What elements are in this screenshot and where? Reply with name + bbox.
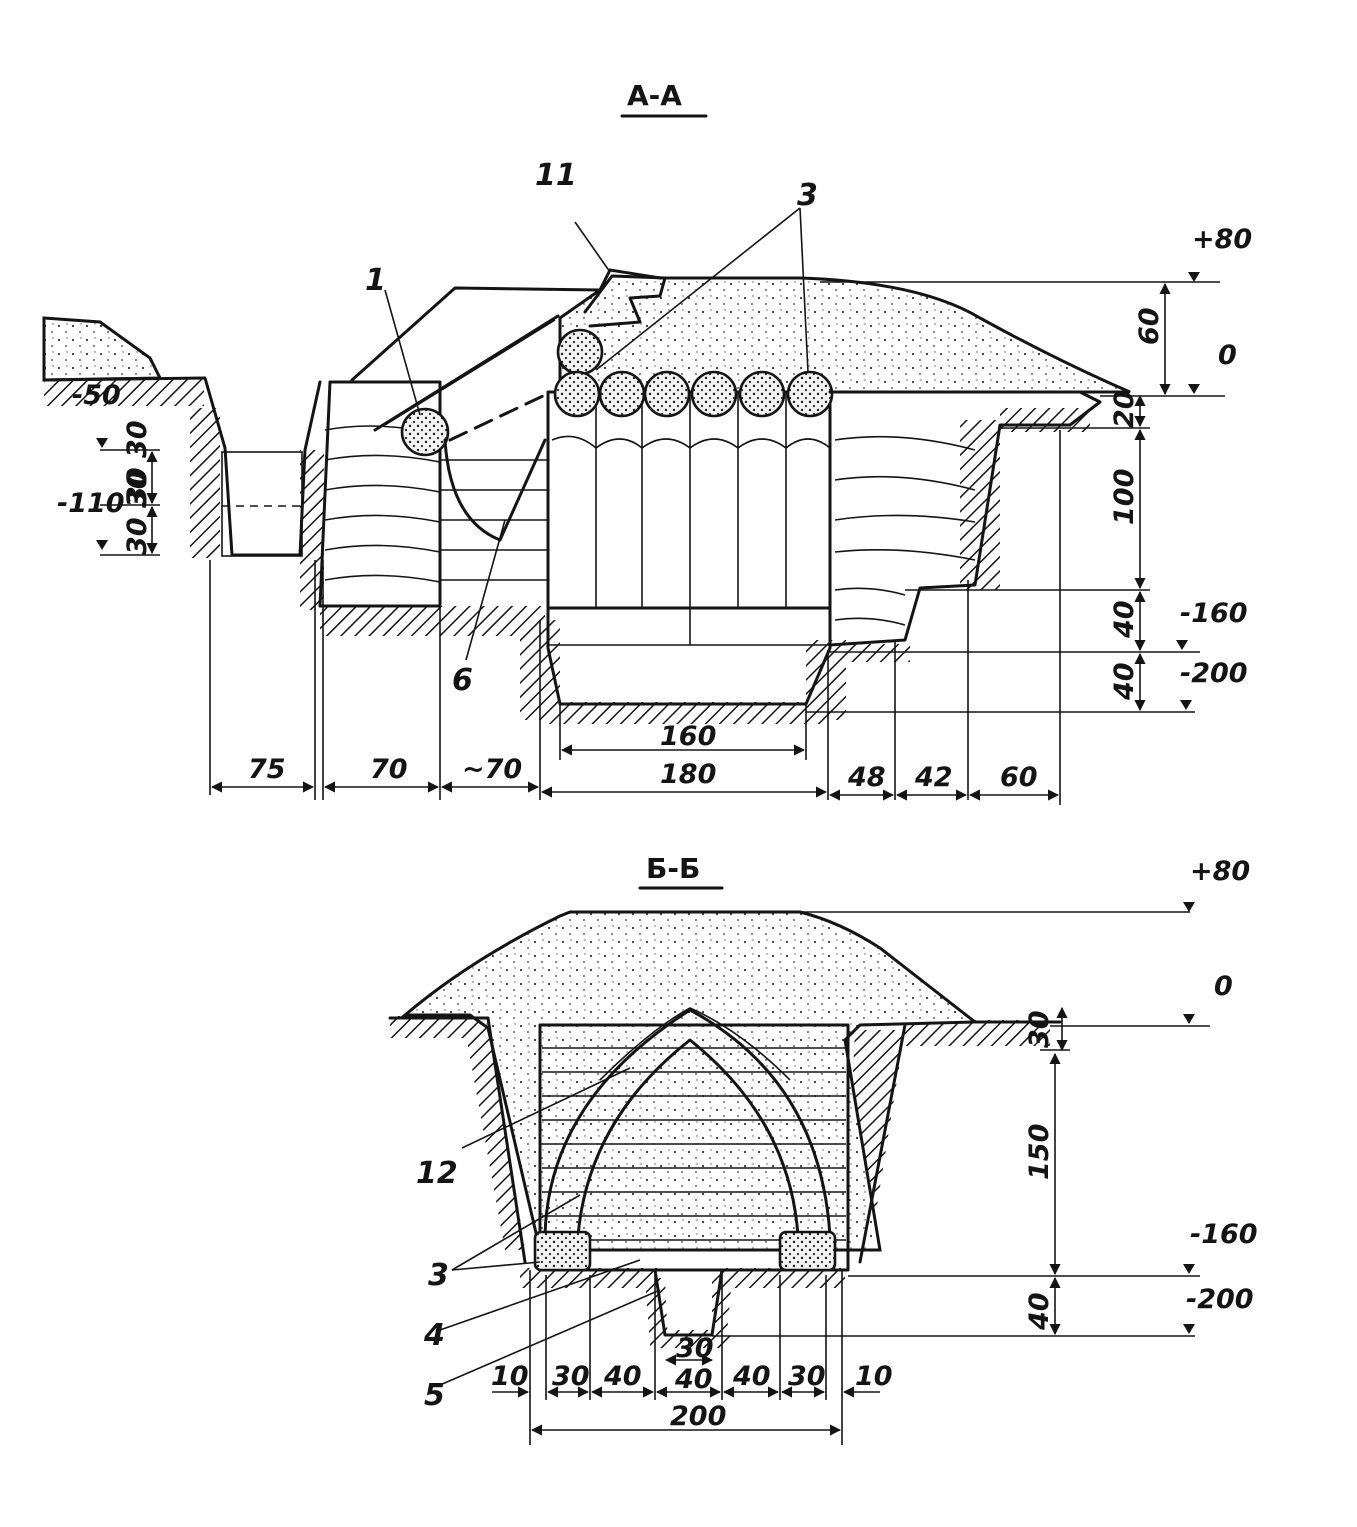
aa-dim-42: 42 <box>914 762 953 793</box>
bb-dim-40b: 40 <box>732 1361 771 1392</box>
aa-dim-3030b: 30 30 <box>122 470 153 555</box>
bb-dim-40a: 40 <box>603 1361 642 1392</box>
aa-dim-40a: 40 <box>1109 600 1140 639</box>
section-bb: Б-Б 12 3 4 5 +80 0 -160 -200 30 150 40 1… <box>388 852 1258 1445</box>
aa-dim-160: 160 <box>660 721 716 752</box>
bb-level-lines <box>712 911 1210 1337</box>
sill-log-left <box>533 1230 592 1272</box>
bb-dim-10b: 10 <box>855 1361 893 1392</box>
bb-level-minus160: -160 <box>1190 1219 1258 1250</box>
bb-dim-40c: 40 <box>674 1364 713 1395</box>
aa-level-0: 0 <box>1218 340 1237 371</box>
sill-log-right <box>778 1230 837 1272</box>
aa-dim-180: 180 <box>660 759 716 790</box>
section-aa: А-А 11 3 1 6 +80 0 -50 -110 -160 -200 60… <box>42 79 1252 805</box>
aa-dim-70: 70 <box>370 754 408 785</box>
bb-vertical-dims <box>1049 1006 1068 1336</box>
aa-level-minus110: -110 <box>57 488 125 519</box>
aa-dim-60-vert: 60 <box>1134 307 1165 345</box>
log-wall-right <box>834 435 976 626</box>
aa-level-lines <box>100 281 1225 713</box>
bb-level-minus200: -200 <box>1186 1284 1254 1315</box>
callout-4: 4 <box>423 1318 445 1353</box>
aa-leaders <box>384 207 809 661</box>
aa-dim-48: 48 <box>847 762 886 793</box>
aa-title: А-А <box>627 79 682 112</box>
bb-level-0: 0 <box>1214 971 1233 1002</box>
bb-dim-30-bottom: 30 <box>676 1333 714 1364</box>
bb-dim-40-vert: 40 <box>1024 1292 1055 1331</box>
aa-level-markers <box>96 272 1200 710</box>
bb-dim-30a: 30 <box>552 1361 590 1392</box>
roof-logs <box>553 328 834 418</box>
callout-3-bb: 3 <box>428 1258 449 1293</box>
callout-5: 5 <box>424 1378 445 1413</box>
log-wall-left <box>324 425 548 583</box>
bb-horizontal-dims <box>492 1270 880 1445</box>
callout-6: 6 <box>452 663 473 698</box>
bb-level-plus80: +80 <box>1190 856 1250 887</box>
aa-dim-75: 75 <box>248 754 286 785</box>
log-1 <box>400 407 450 457</box>
aa-vertical-dims <box>146 282 1171 712</box>
aa-dim-100: 100 <box>1109 469 1140 525</box>
bb-dim-30-vert: 30 <box>1024 1010 1055 1048</box>
log-wall-main <box>551 392 831 608</box>
aa-dim-60-horiz: 60 <box>1000 762 1038 793</box>
callout-12: 12 <box>416 1156 458 1191</box>
aa-dim-70approx: ~70 <box>462 754 522 785</box>
bb-title: Б-Б <box>646 852 700 885</box>
left-parapet <box>42 316 163 382</box>
callout-1: 1 <box>365 263 386 298</box>
aa-level-minus50: -50 <box>72 380 121 411</box>
callout-3-aa: 3 <box>797 178 818 213</box>
aa-level-minus200: -200 <box>1180 658 1248 689</box>
bb-leaders <box>439 1067 661 1386</box>
bb-level-markers <box>1183 902 1195 1334</box>
bb-dim-30b: 30 <box>788 1361 826 1392</box>
bb-dim-10a: 10 <box>491 1361 529 1392</box>
aa-dim-20: 20 <box>1109 390 1140 428</box>
aa-level-minus160: -160 <box>1180 598 1248 629</box>
bb-dim-200: 200 <box>670 1401 726 1432</box>
aa-dim-3030a: 30 30 <box>122 420 153 505</box>
callout-11: 11 <box>535 158 577 193</box>
aa-horizontal-dims <box>209 430 1061 805</box>
aa-level-plus80: +80 <box>1192 224 1252 255</box>
aa-dim-40b: 40 <box>1109 662 1140 701</box>
mound-aa <box>558 268 1131 394</box>
bb-dim-150: 150 <box>1024 1124 1055 1180</box>
bb-lagging <box>542 1047 846 1241</box>
